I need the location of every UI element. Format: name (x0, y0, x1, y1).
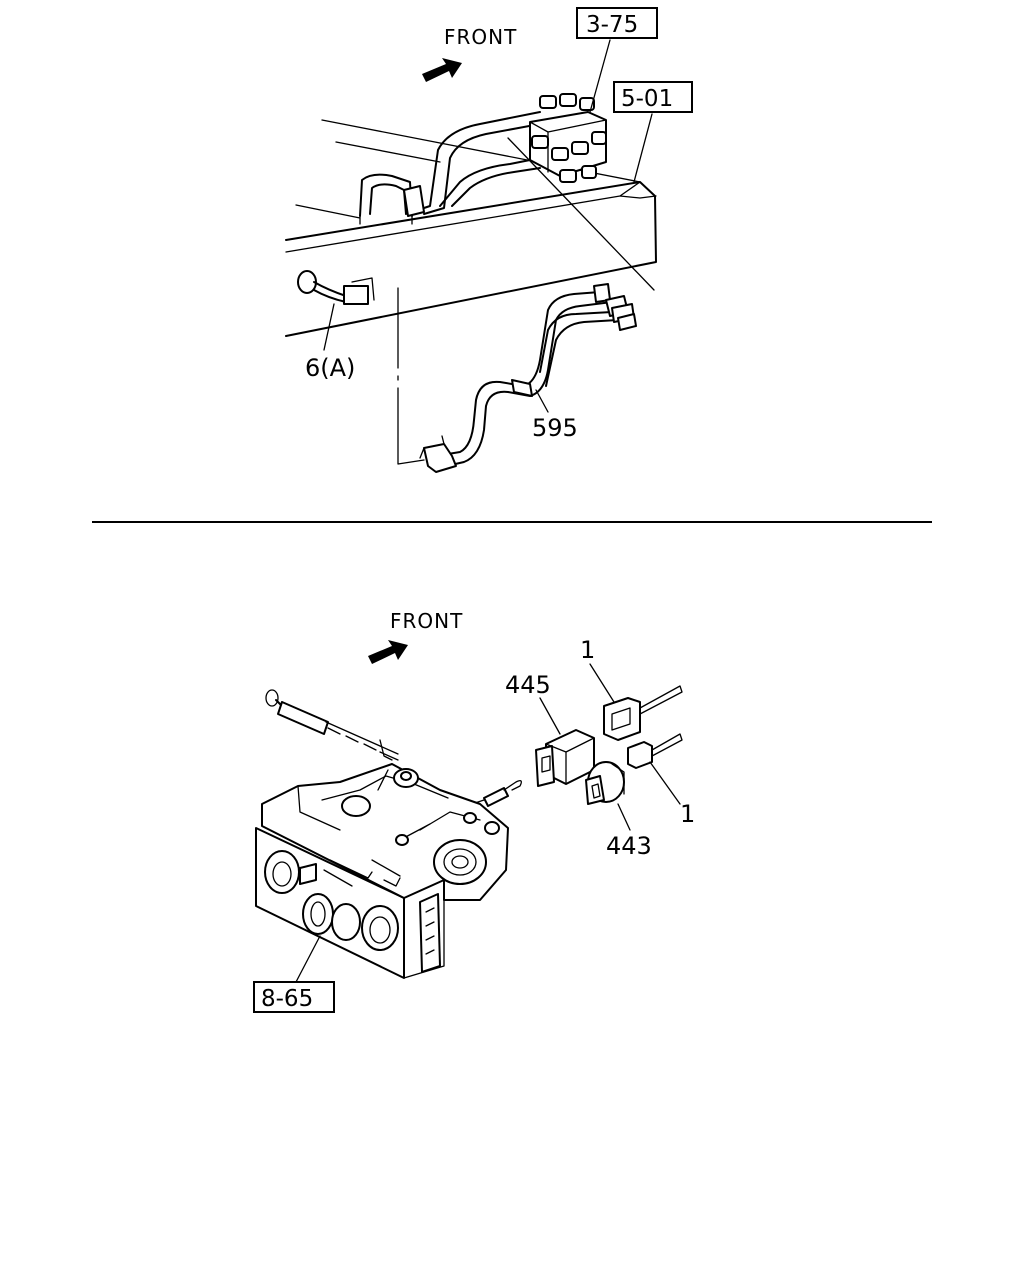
dashboard-corner (619, 195, 657, 199)
terminal-1-upper (603, 685, 683, 741)
control-head-unit (255, 739, 509, 979)
part-445-label: 445 (505, 671, 551, 699)
part-445-leader (539, 697, 561, 735)
bottom-front-arrow-icon (368, 640, 408, 664)
top-harness-2 (369, 183, 407, 215)
control-cable (265, 689, 399, 761)
top-harness-ends (359, 215, 413, 225)
ref-3-75-box (576, 7, 658, 39)
top-harness-1 (359, 173, 413, 217)
connector-443 (585, 761, 625, 805)
part-1-lower-label: 1 (680, 800, 695, 828)
ref-3-75-leader (589, 39, 611, 113)
part-1-upper-label: 1 (580, 636, 595, 664)
part-1-lower-leader (649, 761, 681, 805)
connector-445 (535, 729, 595, 787)
valve-block (529, 93, 607, 183)
ref-5-01-label: 5-01 (621, 86, 673, 112)
top-front-arrow-icon (422, 58, 462, 82)
part-595-leader (535, 389, 549, 413)
part-443-label: 443 (606, 832, 652, 860)
bottom-diagram: FRONT (253, 609, 695, 1013)
part-443-leader (617, 803, 631, 831)
top-harness-3 (411, 111, 541, 213)
terminal-1-lower (627, 733, 683, 769)
panel-back-line-3 (295, 204, 361, 219)
top-diagram: FRONT (285, 7, 693, 473)
part-6a-leader (323, 303, 335, 351)
ref-8-65-label: 8-65 (261, 986, 313, 1012)
top-harness-5 (439, 157, 541, 207)
ref-8-65-box (253, 981, 335, 1013)
top-harness-4 (423, 123, 541, 215)
bottom-front-label: FRONT (390, 609, 463, 633)
top-harness-6 (451, 167, 541, 207)
panel-back-line-2 (335, 141, 441, 163)
harness-595 (419, 283, 637, 473)
routing-dashed-line (397, 287, 425, 465)
ref-8-65-leader (295, 935, 321, 983)
part-1-upper-leader (589, 663, 615, 703)
ref-5-01-leader (633, 113, 653, 183)
part-6a-label: 6(A) (305, 354, 355, 382)
dashboard-panel-top-edge (285, 181, 641, 253)
connector-6a (297, 270, 375, 305)
valve-to-connector-leader (507, 137, 655, 291)
part-595-label: 595 (532, 414, 578, 442)
top-front-label: FRONT (444, 25, 517, 49)
ref-5-01-box (613, 81, 693, 113)
ref-3-75-label: 3-75 (586, 12, 638, 38)
top-harness-clamp (403, 185, 425, 217)
